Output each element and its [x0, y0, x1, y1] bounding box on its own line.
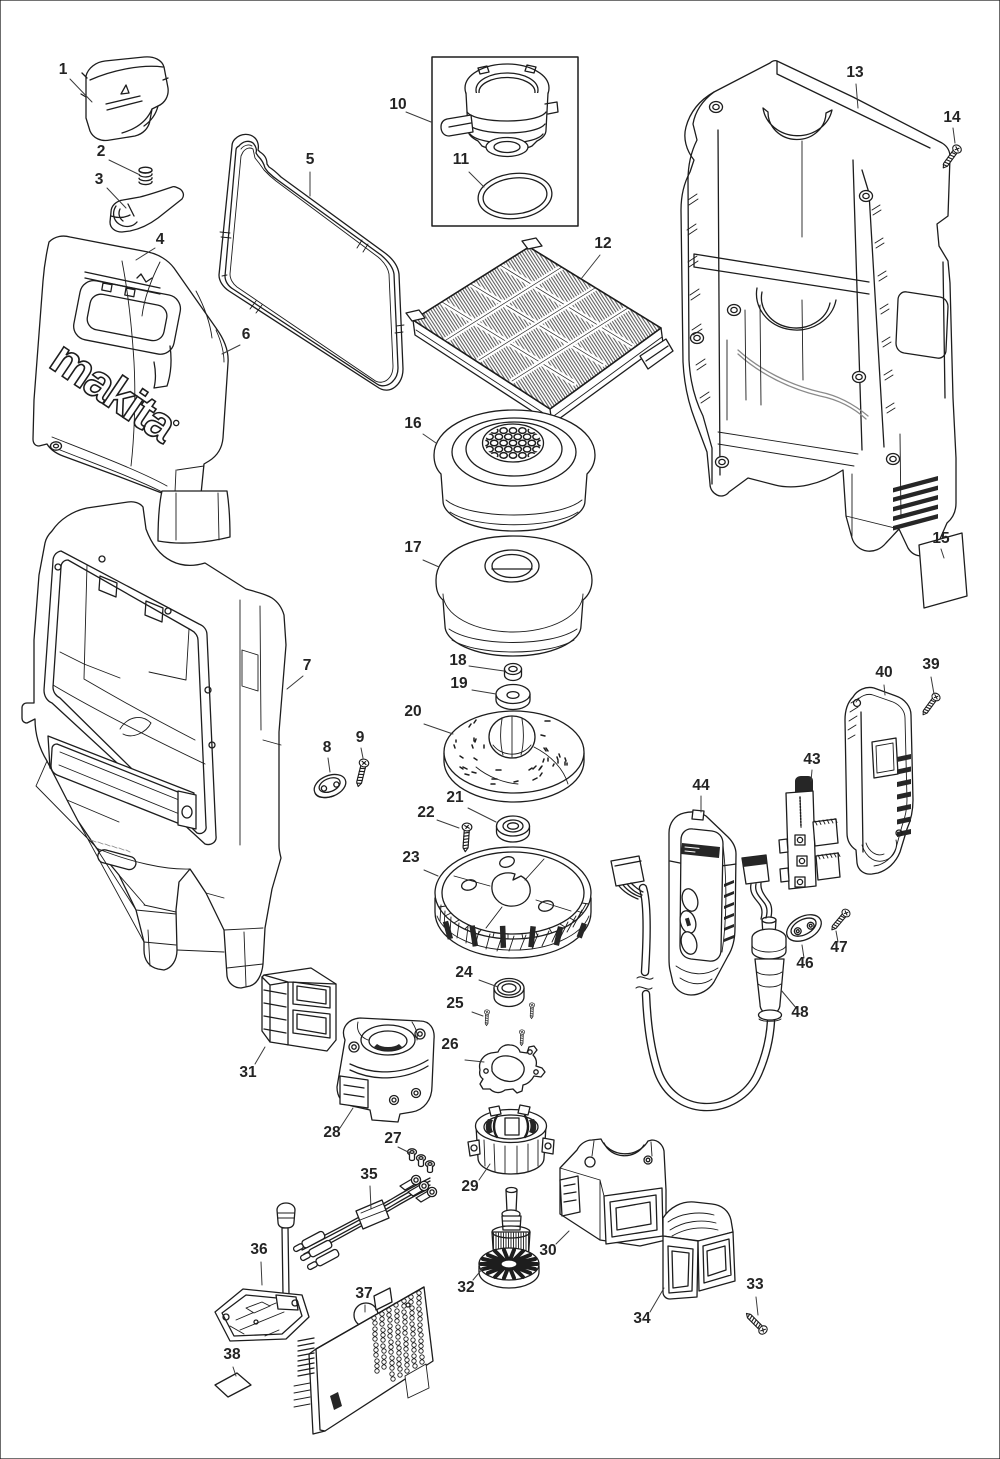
svg-text:29: 29	[461, 1178, 479, 1195]
svg-text:48: 48	[791, 1004, 809, 1021]
svg-text:27: 27	[384, 1130, 401, 1147]
svg-text:33: 33	[746, 1276, 764, 1293]
svg-text:47: 47	[830, 939, 847, 956]
svg-text:21: 21	[446, 789, 464, 806]
svg-text:1: 1	[59, 61, 68, 78]
svg-text:32: 32	[457, 1279, 474, 1296]
svg-text:28: 28	[323, 1124, 341, 1141]
svg-text:3: 3	[95, 171, 104, 188]
svg-text:30: 30	[539, 1242, 556, 1259]
svg-text:10: 10	[389, 96, 406, 113]
svg-text:17: 17	[404, 539, 421, 556]
svg-text:16: 16	[404, 415, 422, 432]
svg-text:14: 14	[943, 109, 961, 126]
svg-text:9: 9	[356, 729, 365, 746]
svg-text:12: 12	[594, 235, 611, 252]
svg-text:44: 44	[692, 777, 710, 794]
svg-text:25: 25	[446, 995, 464, 1012]
svg-text:43: 43	[803, 751, 821, 768]
svg-text:5: 5	[306, 151, 315, 168]
svg-text:24: 24	[455, 964, 473, 981]
svg-text:7: 7	[303, 657, 312, 674]
svg-text:2: 2	[97, 143, 106, 160]
svg-text:40: 40	[875, 664, 892, 681]
svg-text:26: 26	[441, 1036, 459, 1053]
svg-text:31: 31	[239, 1064, 257, 1081]
svg-text:38: 38	[223, 1346, 241, 1363]
svg-text:36: 36	[250, 1241, 268, 1258]
svg-text:37: 37	[355, 1285, 372, 1302]
svg-text:19: 19	[450, 675, 468, 692]
svg-text:20: 20	[404, 703, 421, 720]
svg-text:6: 6	[242, 326, 251, 343]
svg-text:11: 11	[453, 151, 470, 168]
svg-text:4: 4	[156, 231, 165, 248]
svg-text:22: 22	[417, 804, 434, 821]
svg-text:8: 8	[323, 739, 332, 756]
svg-text:39: 39	[922, 656, 940, 673]
svg-text:13: 13	[846, 64, 864, 81]
svg-text:35: 35	[360, 1166, 378, 1183]
svg-text:15: 15	[932, 530, 950, 547]
svg-text:46: 46	[796, 955, 814, 972]
svg-text:18: 18	[449, 652, 467, 669]
svg-text:23: 23	[402, 849, 420, 866]
svg-text:34: 34	[633, 1310, 651, 1327]
